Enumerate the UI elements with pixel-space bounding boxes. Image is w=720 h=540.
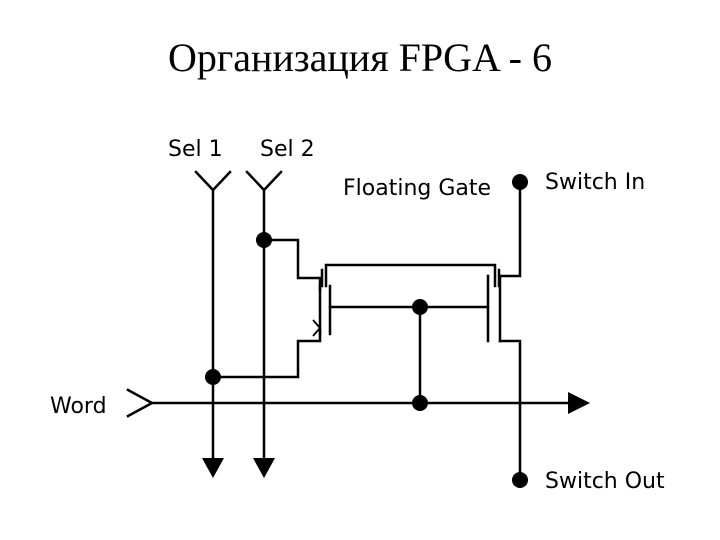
label-sel-1: Sel 1	[168, 137, 223, 162]
label-switch-in: Switch In	[545, 170, 645, 195]
switch-transistor	[418, 180, 522, 482]
node-switch-out	[512, 472, 528, 488]
select-transistor	[211, 238, 422, 379]
label-switch-out: Switch Out	[545, 469, 665, 494]
node-word	[412, 395, 428, 411]
slide-title: Организация FPGA - 6	[167, 35, 552, 80]
label-word: Word	[50, 394, 107, 419]
node-switch-in	[512, 174, 528, 190]
node-sel-2	[256, 232, 272, 248]
word-line	[126, 388, 590, 418]
word-arrow-icon	[568, 392, 590, 414]
sel-2-line	[245, 170, 283, 478]
label-floating-gate: Floating Gate	[343, 176, 491, 201]
label-sel-2: Sel 2	[260, 137, 315, 162]
sel-1-line	[194, 170, 232, 478]
node-sel-1	[205, 369, 221, 385]
sel-2-arrow-icon	[253, 458, 275, 478]
floating-gate	[320, 263, 501, 288]
sel-1-arrow-icon	[202, 458, 224, 478]
node-floating-gate	[412, 299, 428, 315]
